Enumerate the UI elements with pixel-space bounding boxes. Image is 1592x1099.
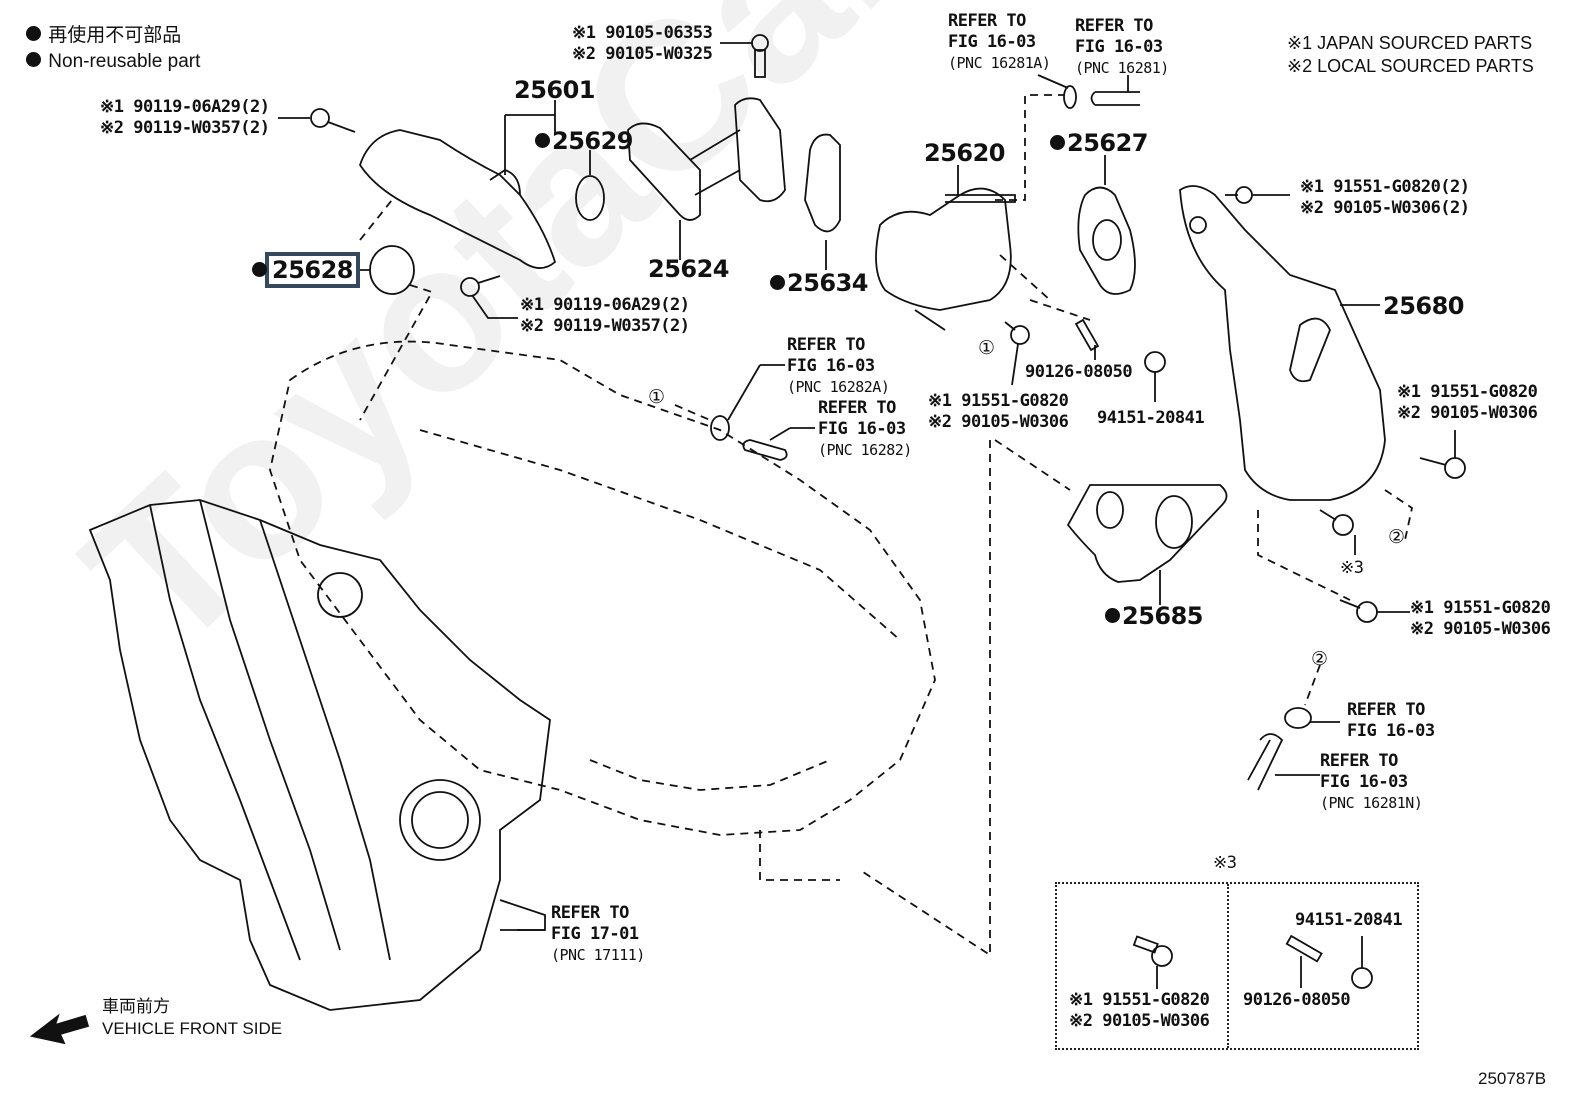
fastener-bolt-right-lower[interactable]: ※1 91551-G0820※2 90105-W0306 [1410,598,1551,640]
fastener-bolt-top-center[interactable]: ※1 90105-06353※2 90105-W0325 [572,23,713,65]
ref-line: FIG 16-03 [1075,37,1163,57]
part-25634[interactable]: 25634 [770,269,869,297]
part-25627[interactable]: 25627 [1050,129,1149,157]
detail-left-bolt[interactable]: ※1 91551-G0820※2 90105-W0306 [1069,990,1210,1032]
non-reusable-dot-icon [770,274,785,290]
legend-en-text: Non-reusable part [48,51,201,72]
ref-line: FIG 17-01 [551,924,639,944]
marker-circle-2: ② [1388,527,1406,548]
bullet-icon [26,52,41,68]
fastener-jp-number: ※1 91551-G0820 [1069,990,1210,1010]
non-reusable-dot-icon [535,132,550,148]
pipe-25601-drawing [359,100,557,269]
part-25628-label-highlighted: 25628 [265,252,360,288]
part-25624[interactable]: 25624 [648,255,730,283]
gasket-25629-drawing [575,175,605,221]
ref-line: FIG 16-03 [948,32,1036,52]
ref-line: REFER TO [787,335,865,355]
fastener-nut-center[interactable]: 94151-20841 [1097,408,1205,428]
bullet-icon [26,26,41,42]
fastener-local-number: ※2 90105-W0306(2) [1300,198,1470,218]
non-reusable-dot-icon [252,261,267,277]
ref-line: REFER TO [551,903,629,923]
part-25628[interactable]: 25628 [252,252,360,288]
fastener-jp-number: ※1 90119-06A29(2) [100,97,270,117]
part-25629-label: 25629 [552,127,634,155]
fastener-jp-number: ※1 91551-G0820 [928,391,1069,411]
ref-line: REFER TO [1075,16,1153,36]
ref-line: FIG 16-03 [818,419,906,439]
fastener-bolt-right-upper[interactable]: ※1 91551-G0820※2 90105-W0306 [1397,382,1538,424]
ref-pnc: (PNC 16281N) [1320,794,1423,812]
part-25620[interactable]: 25620 [924,139,1006,167]
ref-line: REFER TO [948,11,1026,31]
fastener-local-number: ※2 90119-W0357(2) [520,316,690,336]
fastener-jp-number: ※1 90119-06A29(2) [520,295,690,315]
non-reusable-dot-icon [1050,134,1065,150]
fastener-stud-center[interactable]: 90126-08050 [1025,362,1133,382]
marker-circle-2: ② [1311,649,1329,670]
fastener-jp-number: ※1 91551-G0820 [1397,382,1538,402]
legend-source-2: ※2 LOCAL SOURCED PARTS [1287,56,1534,76]
legend-non-reusable-jp: 再使用不可部品 [26,24,181,48]
fastener-jp-number: ※1 91551-G0820(2) [1300,177,1470,197]
ref-line: REFER TO [818,398,896,418]
direction-en: VEHICLE FRONT SIDE [102,1019,283,1038]
detail-box-title: ※3 [1213,853,1237,873]
part-25680[interactable]: 25680 [1383,292,1465,320]
fastener-local-number: ※2 90105-W0306 [928,412,1069,432]
ref-line: REFER TO [1320,751,1398,771]
front-arrow-icon [30,1014,90,1044]
ref-pnc: (PNC 17111) [551,946,645,964]
direction-jp: 車両前方 [102,997,170,1016]
part-25685[interactable]: 25685 [1105,602,1204,630]
gasket-25628-drawing [369,245,415,295]
fastener-local-number: ※2 90105-W0325 [572,44,713,64]
legend-non-reusable-en: Non-reusable part [26,50,200,74]
fastener-local-number: ※2 90105-W0306 [1410,619,1551,639]
marker-circle-1: ① [978,338,996,359]
ref-pnc: (PNC 16282A) [787,378,890,396]
part-25685-label: 25685 [1122,602,1204,630]
fastener-bolt-mid-left[interactable]: ※1 90119-06A29(2)※2 90119-W0357(2) [520,295,690,337]
detail-right-nut[interactable]: 94151-20841 [1295,910,1403,930]
ref-line: FIG 16-03 [787,356,875,376]
part-25634-label: 25634 [787,269,869,297]
legend-jp-text: 再使用不可部品 [48,25,182,46]
fastener-local-number: ※2 90105-W0306 [1069,1011,1210,1031]
marker-circle-1: ① [648,387,666,408]
figure-id: 250787B [1478,1069,1547,1088]
part-25601[interactable]: 25601 [514,76,596,104]
ref-line: FIG 16-03 [1320,772,1408,792]
ref-pnc: (PNC 16281A) [948,54,1051,72]
note-3-marker: ※3 [1340,558,1364,578]
detail-right-stud[interactable]: 90126-08050 [1243,990,1351,1010]
fastener-local-number: ※2 90105-W0306 [1397,403,1538,423]
legend-source-1: ※1 JAPAN SOURCED PARTS [1287,33,1533,53]
detail-box-art [1132,934,1373,989]
ref-line: REFER TO [1347,700,1425,720]
fastener-bolt-top-right[interactable]: ※1 91551-G0820(2)※2 90105-W0306(2) [1300,177,1470,219]
part-25627-label: 25627 [1067,129,1149,157]
ref-pnc: (PNC 16282) [818,441,912,459]
fastener-local-number: ※2 90119-W0357(2) [100,118,270,138]
ref-line: FIG 16-03 [1347,721,1435,741]
detail-box: ※1 91551-G0820※2 90105-W0306 94151-20841… [1055,882,1419,1050]
fastener-jp-number: ※1 90105-06353 [572,23,713,43]
detail-box-divider [1227,884,1229,1048]
fastener-jp-number: ※1 91551-G0820 [1410,598,1551,618]
part-25629[interactable]: 25629 [535,127,634,155]
ref-pnc: (PNC 16281) [1075,59,1169,77]
fastener-bolt-center[interactable]: ※1 91551-G0820※2 90105-W0306 [928,391,1069,433]
fastener-bolt-top-left[interactable]: ※1 90119-06A29(2)※2 90119-W0357(2) [100,97,270,139]
non-reusable-dot-icon [1105,607,1120,623]
